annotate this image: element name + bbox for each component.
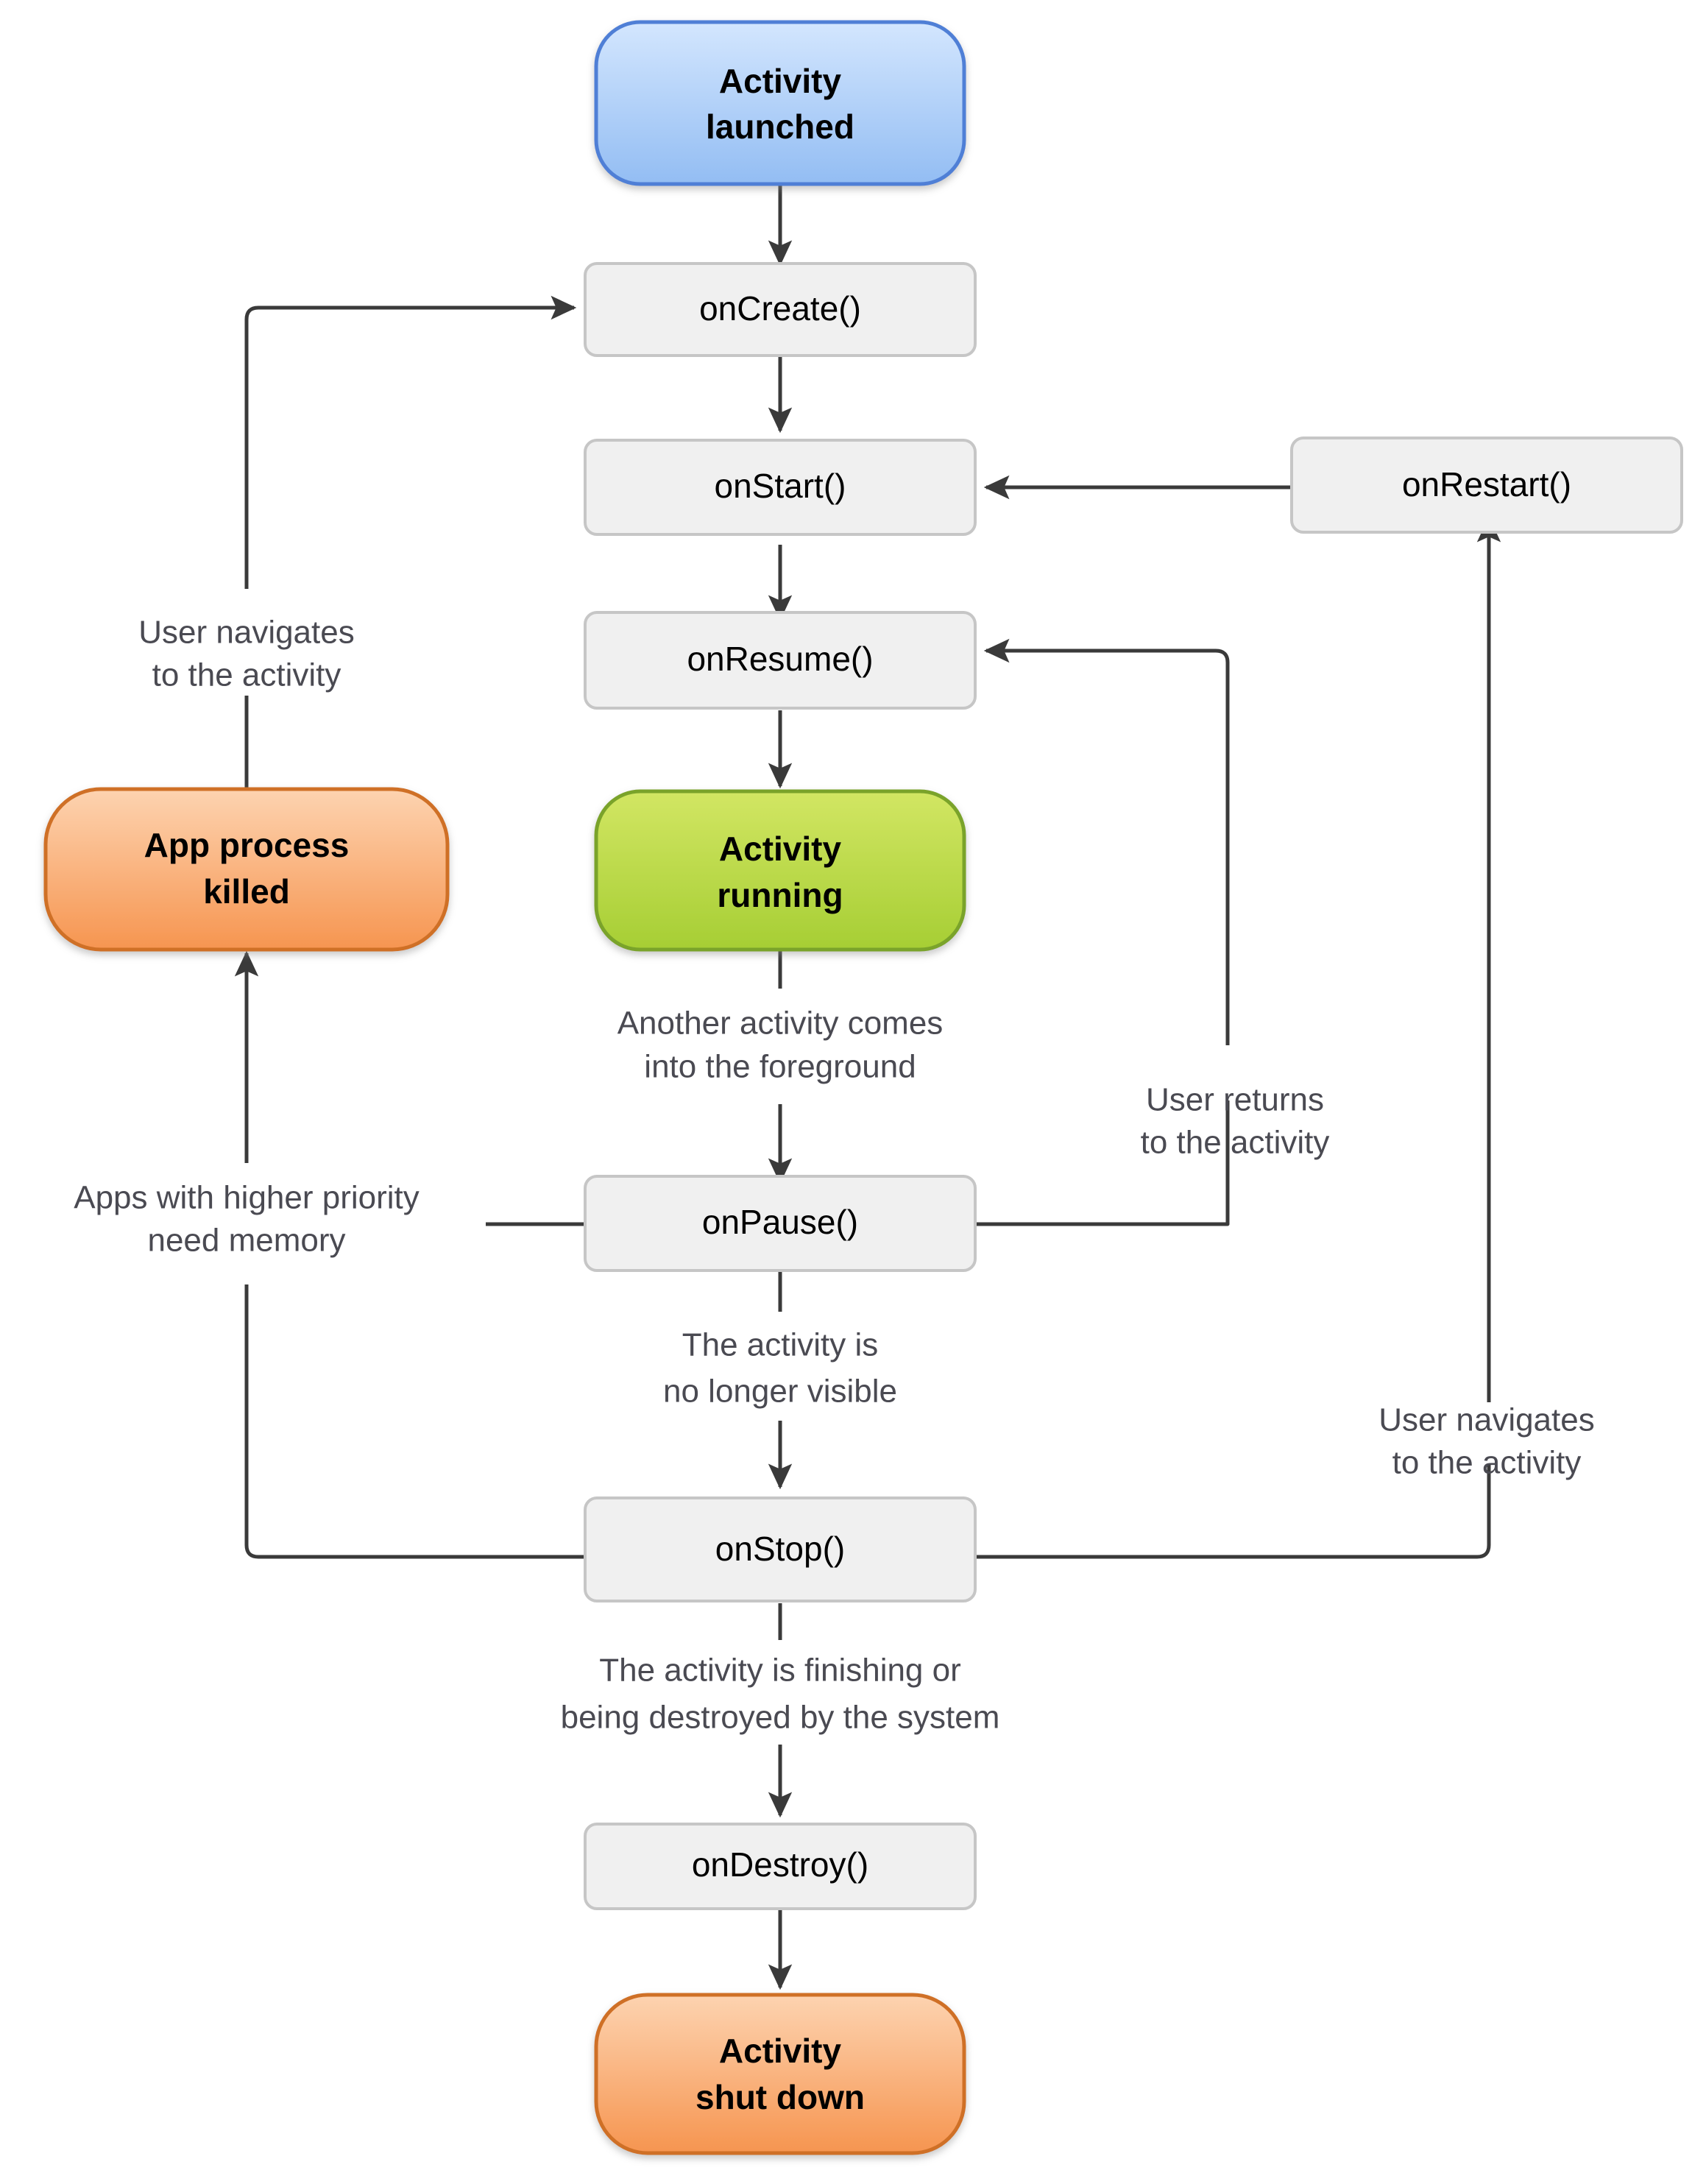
node-onstop[interactable]: onStop() [584, 1496, 977, 1602]
node-activity-shut-down[interactable]: Activity shut down [594, 1993, 966, 2155]
edge-killed-to-oncreate-upper [244, 295, 577, 589]
node-ondestroy[interactable]: onDestroy() [584, 1823, 977, 1910]
edge-label-memory-line1: Apps with higher priority [74, 1180, 420, 1216]
node-onstart-shape [584, 439, 977, 536]
node-onrestart-shape [1290, 437, 1683, 534]
node-onrestart[interactable]: onRestart() [1290, 437, 1683, 534]
node-activity-shut-down-shape [594, 1993, 966, 2155]
node-activity-launched[interactable]: Activity launched [594, 20, 966, 186]
node-app-process-killed-label-line1: App process [144, 826, 350, 864]
node-onresume-shape [584, 611, 977, 710]
node-activity-launched-label-line1: Activity [719, 62, 842, 100]
node-oncreate[interactable]: onCreate() [584, 262, 977, 357]
edge-onpause-to-onresume-upper [983, 638, 1230, 1045]
node-app-process-killed-shape [43, 787, 450, 952]
node-onstop-shape [584, 1496, 977, 1602]
node-ondestroy-label: onDestroy() [692, 1845, 868, 1884]
node-onpause-label: onPause() [702, 1203, 858, 1241]
node-onstart-label: onStart() [715, 467, 846, 505]
node-onresume-label: onResume() [687, 640, 873, 678]
edge-label-killed-to-create-line1: User navigates [138, 615, 354, 651]
edge-label-stop-to-restart-line1: User navigates [1378, 1402, 1594, 1438]
node-onrestart-label: onRestart() [1402, 465, 1571, 503]
node-activity-shut-down-label-line2: shut down [696, 2078, 865, 2116]
node-app-process-killed[interactable]: App process killed [43, 787, 450, 952]
edge-label-stop-to-destroy-line1: The activity is finishing or [599, 1653, 961, 1689]
node-activity-launched-shape [594, 20, 966, 186]
node-onstart[interactable]: onStart() [584, 439, 977, 536]
edge-onpause-to-onresume-lower [975, 1100, 1230, 1226]
node-activity-running-label-line2: running [717, 876, 843, 914]
node-activity-launched-label-line2: launched [706, 107, 854, 146]
node-activity-shut-down-label-line1: Activity [719, 2032, 842, 2070]
edge-label-running-to-pause-line1: Another activity comes [617, 1006, 944, 1042]
edge-onstop-to-killed-lower [244, 1284, 585, 1559]
node-activity-running[interactable]: Activity running [594, 789, 966, 952]
node-onpause-shape [584, 1175, 977, 1272]
edge-label-memory-line2: need memory [147, 1223, 345, 1259]
node-ondestroy-shape [584, 1823, 977, 1910]
node-oncreate-shape [584, 262, 977, 357]
edge-label-pause-to-stop-line2: no longer visible [663, 1374, 897, 1410]
edge-label-stop-to-restart-line2: to the activity [1392, 1445, 1582, 1481]
edge-label-pause-to-resume-line1: User returns [1146, 1082, 1324, 1118]
edge-label-pause-to-stop-line1: The activity is [682, 1327, 879, 1363]
edge-label-stop-to-destroy-line2: being destroyed by the system [561, 1700, 1000, 1736]
node-activity-running-label-line1: Activity [719, 830, 842, 868]
edge-label-running-to-pause-line2: into the foreground [644, 1049, 916, 1085]
edge-label-killed-to-create-line2: to the activity [152, 657, 341, 693]
node-oncreate-label: onCreate() [699, 289, 861, 328]
node-onresume[interactable]: onResume() [584, 611, 977, 710]
node-app-process-killed-label-line2: killed [203, 872, 290, 911]
edge-label-pause-to-resume-line2: to the activity [1141, 1125, 1330, 1161]
node-onstop-label: onStop() [715, 1530, 845, 1568]
node-activity-running-shape [594, 789, 966, 952]
node-onpause[interactable]: onPause() [584, 1175, 977, 1272]
edge-onstop-to-onrestart-lower [975, 1463, 1491, 1559]
